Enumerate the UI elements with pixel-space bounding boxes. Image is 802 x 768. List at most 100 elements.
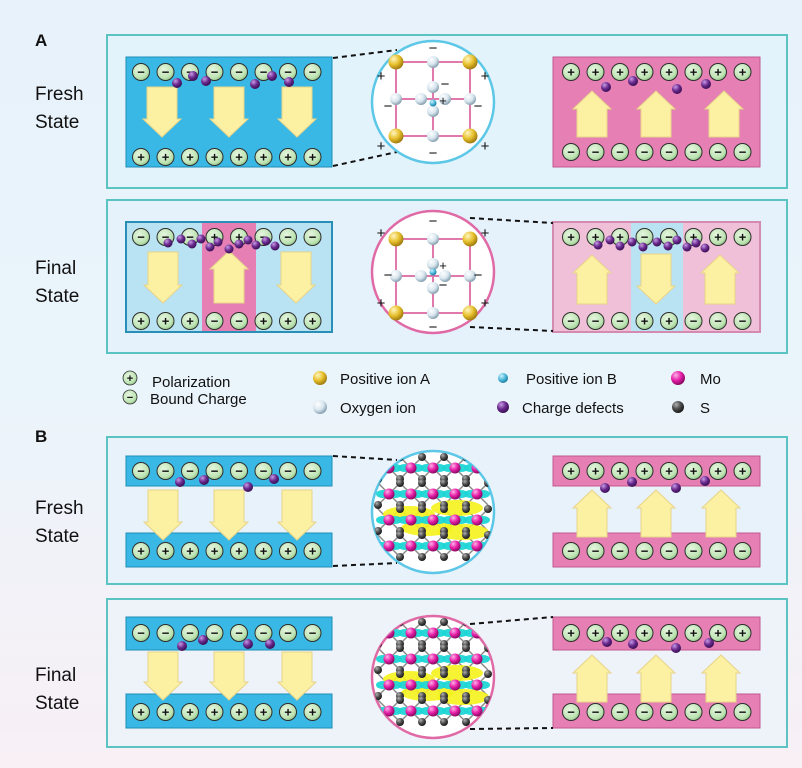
oxygen-ion (427, 105, 439, 117)
charge-defect (601, 82, 611, 92)
svg-text:−: − (641, 145, 649, 160)
negative-sign: − (441, 76, 450, 93)
svg-text:Positive ion B: Positive ion B (526, 371, 617, 388)
negative-sign: − (384, 98, 393, 115)
polarization-disc: + (230, 703, 248, 721)
svg-text:−: − (309, 65, 317, 80)
svg-text:−: − (616, 145, 624, 160)
svg-text:−: − (641, 544, 649, 559)
mo-atom (471, 488, 483, 500)
svg-text:−: − (284, 230, 292, 245)
positive-ion-b (429, 268, 437, 276)
mo-atom (383, 488, 395, 500)
charge-density-lobe (431, 665, 483, 681)
mo-atom (405, 462, 417, 474)
svg-text:−: − (567, 705, 575, 720)
svg-text:+: + (162, 314, 170, 329)
svg-text:−: − (235, 65, 243, 80)
polarization-disc: + (156, 703, 175, 721)
svg-text:−: − (665, 145, 673, 160)
charge-defect (628, 639, 638, 649)
bound-charge-disc: − (635, 542, 654, 560)
negative-sign: − (429, 213, 438, 230)
charge-defect (627, 237, 637, 247)
mo-atom (427, 705, 439, 717)
polarization-disc: + (230, 542, 248, 560)
charge-defect (243, 482, 253, 492)
svg-text:+: + (739, 65, 747, 80)
svg-text:+: + (714, 626, 722, 641)
svg-text:+: + (641, 314, 649, 329)
positive-sign: + (481, 138, 490, 155)
svg-text:+: + (162, 705, 170, 720)
charge-disc: + (303, 312, 322, 330)
polarization-disc: + (684, 462, 703, 480)
svg-text:+: + (186, 314, 194, 329)
charge-disc: + (254, 312, 273, 330)
s-atom (396, 644, 404, 652)
charge-defect (177, 641, 187, 651)
svg-text:−: − (162, 464, 170, 479)
positive-ion-a (462, 54, 478, 70)
svg-text:+: + (137, 314, 145, 329)
bound-charge-disc: − (230, 624, 248, 642)
s-atom (396, 479, 404, 487)
mo-atom (427, 653, 439, 665)
negative-sign: − (429, 145, 438, 162)
row-label-b-fresh: Fresh State (35, 498, 84, 547)
s-atom (374, 501, 382, 509)
bound-charge-disc: − (684, 703, 703, 721)
svg-text:+: + (641, 65, 649, 80)
polarization-arrow-up (571, 254, 613, 305)
svg-text:+: + (567, 65, 575, 80)
svg-text:−: − (260, 464, 268, 479)
row-label-a-final: Final State (35, 258, 79, 307)
s-atom (418, 553, 426, 561)
charge-defect (605, 235, 615, 245)
charge-disc: − (733, 312, 752, 330)
svg-text:+: + (690, 230, 698, 245)
mo-atom (405, 514, 417, 526)
polarization-disc: + (303, 542, 322, 560)
s-atom (462, 531, 470, 539)
polarization-disc: + (279, 703, 297, 721)
polarization-disc: + (181, 542, 199, 560)
bound-charge-disc: − (254, 624, 273, 642)
bound-charge-disc: − (611, 703, 629, 721)
mo-atom (405, 705, 417, 717)
positive-sign: + (481, 68, 490, 85)
svg-text:−: − (616, 544, 624, 559)
mo-atom (383, 705, 395, 717)
svg-text:−: − (162, 230, 170, 245)
svg-text:+: + (162, 544, 170, 559)
svg-text:S: S (700, 400, 710, 417)
svg-text:−: − (309, 626, 317, 641)
s-atom (396, 553, 404, 561)
charge-defect (205, 242, 215, 252)
polarization-arrow-down (141, 86, 183, 138)
charge-defect (270, 241, 280, 251)
svg-text:+: + (260, 544, 268, 559)
polarization-disc: + (611, 624, 629, 642)
bound-charge-disc: − (733, 542, 752, 560)
s-atom (418, 505, 426, 513)
svg-text:−: − (260, 626, 268, 641)
s-atom (440, 618, 448, 626)
s-atom (396, 718, 404, 726)
polarization-disc: + (709, 63, 727, 81)
mo-atom (449, 679, 461, 691)
polarization-disc: + (205, 542, 224, 560)
oxygen-ion (427, 307, 439, 319)
svg-text:+: + (665, 65, 673, 80)
charge-defect (672, 235, 682, 245)
s-atom (484, 505, 492, 513)
svg-text:−: − (739, 705, 747, 720)
svg-text:−: − (690, 145, 698, 160)
charge-defect (615, 241, 625, 251)
charge-defect (602, 637, 612, 647)
polarization-disc: + (303, 703, 322, 721)
negative-sign: − (384, 267, 393, 284)
polarization-disc: + (254, 703, 273, 721)
mo-atom (449, 514, 461, 526)
polarization-arrow-up (700, 489, 742, 538)
